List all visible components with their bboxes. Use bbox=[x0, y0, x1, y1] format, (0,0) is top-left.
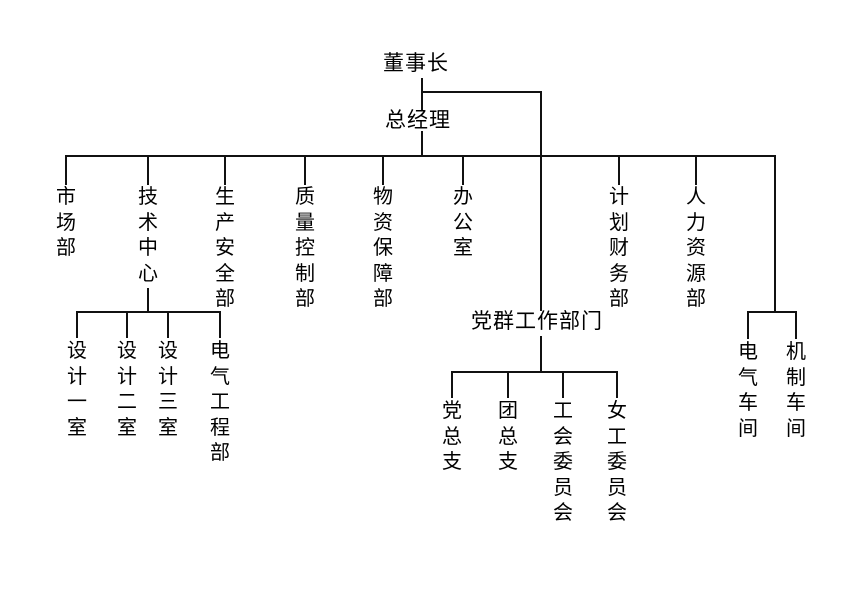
tick-machining-shop bbox=[795, 311, 797, 339]
tick-women-committee bbox=[616, 371, 618, 398]
node-electrical-eng: 电气工程部 bbox=[210, 338, 230, 465]
tick-electrical-shop bbox=[747, 311, 749, 339]
node-machining-shop: 机制车间 bbox=[786, 339, 806, 440]
tick-human-resources bbox=[695, 155, 697, 185]
node-design1: 设计一室 bbox=[67, 338, 87, 439]
connector-party-mass-down bbox=[540, 336, 542, 372]
tick-market bbox=[65, 155, 67, 185]
connector-party-mass-stem bbox=[540, 91, 542, 311]
tick-design2 bbox=[126, 311, 128, 338]
node-production-safety: 生产安全部 bbox=[215, 184, 235, 311]
hr-sub-bar bbox=[747, 311, 797, 313]
node-market: 市场部 bbox=[56, 184, 76, 260]
tech-center-sub-bar bbox=[76, 311, 221, 313]
tick-quality-control bbox=[304, 155, 306, 185]
party-mass-sub-bar bbox=[451, 371, 618, 373]
node-materials: 物资保障部 bbox=[373, 184, 393, 311]
tick-office bbox=[462, 155, 464, 185]
connector-chairman-to-party-mass bbox=[421, 91, 542, 93]
node-design3: 设计三室 bbox=[158, 338, 178, 439]
node-electrical-shop: 电气车间 bbox=[738, 339, 758, 440]
tick-party-branch bbox=[451, 371, 453, 398]
tick-materials bbox=[382, 155, 384, 185]
node-women-committee: 女工委员会 bbox=[607, 398, 627, 525]
node-youth-league: 团总支 bbox=[498, 398, 518, 474]
node-party-branch: 党总支 bbox=[442, 398, 462, 474]
tick-youth-league bbox=[507, 371, 509, 398]
tick-production-safety bbox=[224, 155, 226, 185]
node-office: 办公室 bbox=[453, 184, 473, 260]
node-party-mass: 党群工作部门 bbox=[469, 309, 605, 333]
node-union-committee: 工会委员会 bbox=[553, 398, 573, 525]
connector-hr-right-post bbox=[774, 155, 776, 312]
tick-plan-finance bbox=[618, 155, 620, 185]
tick-design3 bbox=[167, 311, 169, 338]
node-chairman: 董事长 bbox=[383, 51, 449, 75]
node-general-manager: 总经理 bbox=[383, 108, 453, 132]
node-human-resources: 人力资源部 bbox=[686, 184, 706, 311]
tick-design1 bbox=[76, 311, 78, 338]
node-quality-control: 质量控制部 bbox=[295, 184, 315, 311]
connector-tech-center-stem bbox=[147, 288, 149, 312]
main-horizontal-bar bbox=[65, 155, 776, 157]
tick-electrical-eng bbox=[219, 311, 221, 338]
node-tech-center: 技术中心 bbox=[138, 184, 158, 285]
tick-tech-center bbox=[147, 155, 149, 185]
tick-union-committee bbox=[562, 371, 564, 398]
node-design2: 设计二室 bbox=[117, 338, 137, 439]
node-plan-finance: 计划财务部 bbox=[609, 184, 629, 311]
